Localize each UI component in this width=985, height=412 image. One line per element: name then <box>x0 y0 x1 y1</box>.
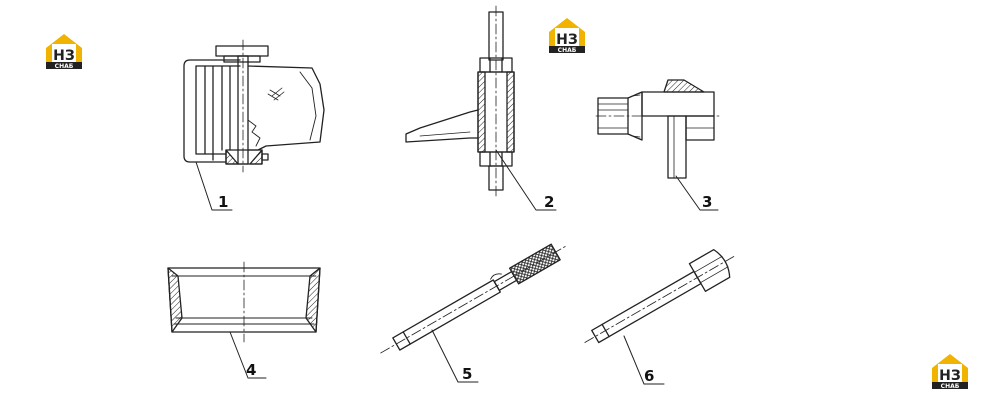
svg-text:НЗ: НЗ <box>939 368 961 384</box>
svg-text:НЗ: НЗ <box>53 48 75 64</box>
svg-text:СНАБ: СНАБ <box>55 63 74 70</box>
brand-logo-top-left: НЗ СНАБ <box>46 34 82 70</box>
part-3-drawing <box>595 79 721 179</box>
part-4-drawing <box>167 261 321 343</box>
part-5-drawing <box>380 243 567 354</box>
callout-2: 2 <box>544 193 554 211</box>
svg-text:СНАБ: СНАБ <box>558 47 577 54</box>
callout-3: 3 <box>702 193 712 211</box>
callout-1: 1 <box>218 193 228 211</box>
leader-line-5 <box>431 329 479 383</box>
part-6-drawing <box>584 248 736 344</box>
callout-4: 4 <box>246 361 256 379</box>
callout-6: 6 <box>644 367 654 385</box>
part-1-drawing <box>183 39 325 173</box>
brand-logo-top-center: НЗ СНАБ <box>549 18 585 54</box>
leader-line-4 <box>229 331 267 379</box>
leader-line-1 <box>195 161 233 211</box>
leader-line-6 <box>623 335 665 385</box>
part-2-drawing <box>405 5 515 197</box>
svg-text:НЗ: НЗ <box>556 32 578 48</box>
svg-text:СНАБ: СНАБ <box>941 383 960 390</box>
leader-line-2 <box>495 149 557 211</box>
brand-logo-bottom-right: НЗ СНАБ <box>932 354 968 390</box>
leader-line-3 <box>675 175 719 211</box>
callout-5: 5 <box>462 365 472 383</box>
